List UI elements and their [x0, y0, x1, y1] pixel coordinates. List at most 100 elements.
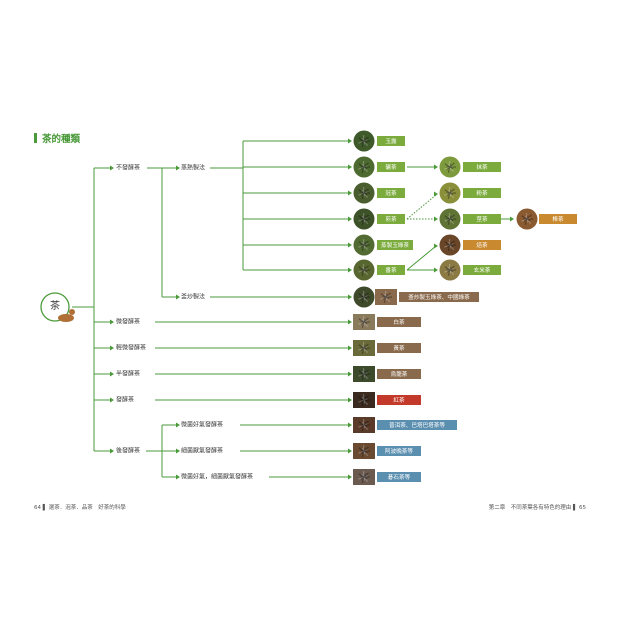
tea-genmaicha-label-box — [463, 265, 501, 275]
section-title-text: 茶的種類 — [42, 134, 81, 145]
branch-fermented: 發酵茶 — [116, 396, 134, 404]
tea-kukicha-label-box — [463, 214, 501, 224]
tea-konacha-label: 粉茶 — [476, 189, 488, 197]
tea-kabusecha-label-box — [377, 188, 405, 198]
branch-aerobic: 微菌好氣發酵茶 — [181, 421, 223, 429]
tea-tamaryokucha-label: 蒸製玉綠茶 — [381, 241, 409, 249]
footer-left: 64 ▌ 選茶．泡茶．品茶 好茶的科學 — [34, 505, 126, 511]
arrow-head — [348, 345, 352, 351]
tea-yellow-photo — [353, 340, 375, 356]
arrow-head — [176, 294, 180, 300]
arrow-head — [110, 397, 114, 403]
footer-right: 第二章 不同茶葉各有特色的理由 ▌ 65 — [488, 505, 586, 511]
connector-line — [406, 194, 437, 220]
connector-line — [406, 245, 437, 271]
arrow-head — [348, 164, 352, 170]
tea-hojicha-label-box — [463, 240, 501, 250]
tea-kabusecha-label: 冠茶 — [385, 189, 397, 197]
tea-tamaryokucha-photo — [353, 234, 375, 256]
tea-kukicha-label: 莖茶 — [476, 215, 488, 223]
tea-matcha-label: 抹茶 — [476, 163, 488, 171]
tea-black-label-box — [377, 395, 421, 405]
tea-oolong-photo — [353, 366, 375, 382]
diagram-nodes: 茶不發酵茶微發酵茶輕微發酵茶半發酵茶發酵茶後發酵茶蒸熱製法釜炒製法玉露碾茶冠茶煎… — [40, 130, 577, 485]
tea-matcha-photo — [439, 156, 461, 178]
tea-matcha-label-box — [463, 162, 501, 172]
tea-tencha-label-box — [377, 162, 405, 172]
arrow-head — [110, 165, 114, 171]
arrow-head — [176, 474, 180, 480]
arrow-head — [110, 319, 114, 325]
arrow-head — [348, 397, 352, 403]
tea-oolong-label: 烏龍茶 — [391, 370, 408, 378]
branch-steamed: 蒸熱製法 — [181, 164, 205, 172]
tea-sencha-photo — [353, 208, 375, 230]
tea-genmaicha-label: 玄米茶 — [474, 266, 491, 274]
tea-chinese-green-photo — [375, 289, 397, 305]
branch-light-fermented: 輕微發酵茶 — [116, 344, 146, 352]
arrow-head — [434, 164, 438, 170]
tea-tencha-label: 碾茶 — [385, 163, 397, 171]
arrow-head — [348, 319, 352, 325]
branch-post-fermented: 後發酵茶 — [116, 447, 140, 455]
branch-unfermented: 不發酵茶 — [116, 164, 140, 172]
tea-puer-label: 普洱茶、巴塔巴塔茶等 — [389, 421, 445, 429]
tea-awa-photo — [353, 443, 375, 459]
arrow-head — [348, 474, 352, 480]
tea-kabusecha-photo — [353, 182, 375, 204]
tea-bocha-label: 棒茶 — [552, 215, 564, 223]
arrow-head — [176, 448, 180, 454]
tea-kamairi-label-box — [399, 292, 479, 302]
tea-puer-photo — [353, 417, 375, 433]
tea-hojicha-label: 焙茶 — [476, 241, 488, 249]
tea-gyokuro-label-box — [377, 136, 405, 146]
arrow-head — [176, 165, 180, 171]
tea-kamairi-photo — [353, 286, 375, 308]
branch-slight-fermented: 微發酵茶 — [116, 318, 140, 326]
arrow-head — [348, 216, 352, 222]
tea-black-photo — [353, 392, 375, 408]
tea-bocha-photo — [516, 208, 538, 230]
tea-bancha-label: 番茶 — [385, 266, 397, 274]
tea-bancha-label-box — [377, 265, 405, 275]
title-marker — [34, 133, 37, 143]
tea-konacha-label-box — [463, 188, 501, 198]
arrow-head — [434, 267, 438, 273]
arrow-head — [110, 371, 114, 377]
tea-gyokuro-photo — [353, 130, 375, 152]
arrow-head — [348, 371, 352, 377]
arrow-head — [348, 422, 352, 428]
tea-kamairi-label: 釜炒製玉綠茶、中國綠茶 — [408, 293, 470, 301]
branch-aerobic-anaerobic: 微菌好氣，細菌厭氣發酵茶 — [181, 473, 253, 481]
tea-puer-label-box — [377, 420, 457, 430]
branch-anaerobic: 細菌厭氣發酵茶 — [181, 447, 223, 455]
tea-goishi-label: 碁石茶等 — [388, 473, 411, 481]
tea-awa-label: 阿波晚茶等 — [385, 447, 413, 455]
arrow-head — [348, 190, 352, 196]
tea-konacha-photo — [439, 182, 461, 204]
arrow-head — [110, 448, 114, 454]
tea-goishi-label-box — [377, 472, 421, 482]
tea-awa-label-box — [377, 446, 421, 456]
tea-root-label: 茶 — [50, 299, 60, 312]
arrow-head — [348, 242, 352, 248]
arrow-head — [348, 448, 352, 454]
tea-white-photo — [353, 314, 375, 330]
tea-hojicha-photo — [439, 234, 461, 256]
connector-lines — [72, 140, 512, 478]
arrow-head — [510, 216, 514, 222]
branch-semi-fermented: 半發酵茶 — [116, 370, 140, 378]
arrow-head — [434, 216, 438, 222]
arrow-head — [110, 345, 114, 351]
arrow-head — [348, 267, 352, 273]
tea-sencha-label-box — [377, 214, 405, 224]
section-title: 茶的種類 — [34, 131, 80, 145]
arrow-head — [348, 294, 352, 300]
tea-white-label-box — [377, 317, 421, 327]
tea-sencha-label: 煎茶 — [385, 215, 397, 223]
tea-white-label: 白茶 — [393, 318, 405, 326]
tea-root-icon — [40, 292, 75, 322]
arrow-head — [434, 243, 438, 249]
tea-tamaryokucha-label-box — [377, 240, 413, 250]
